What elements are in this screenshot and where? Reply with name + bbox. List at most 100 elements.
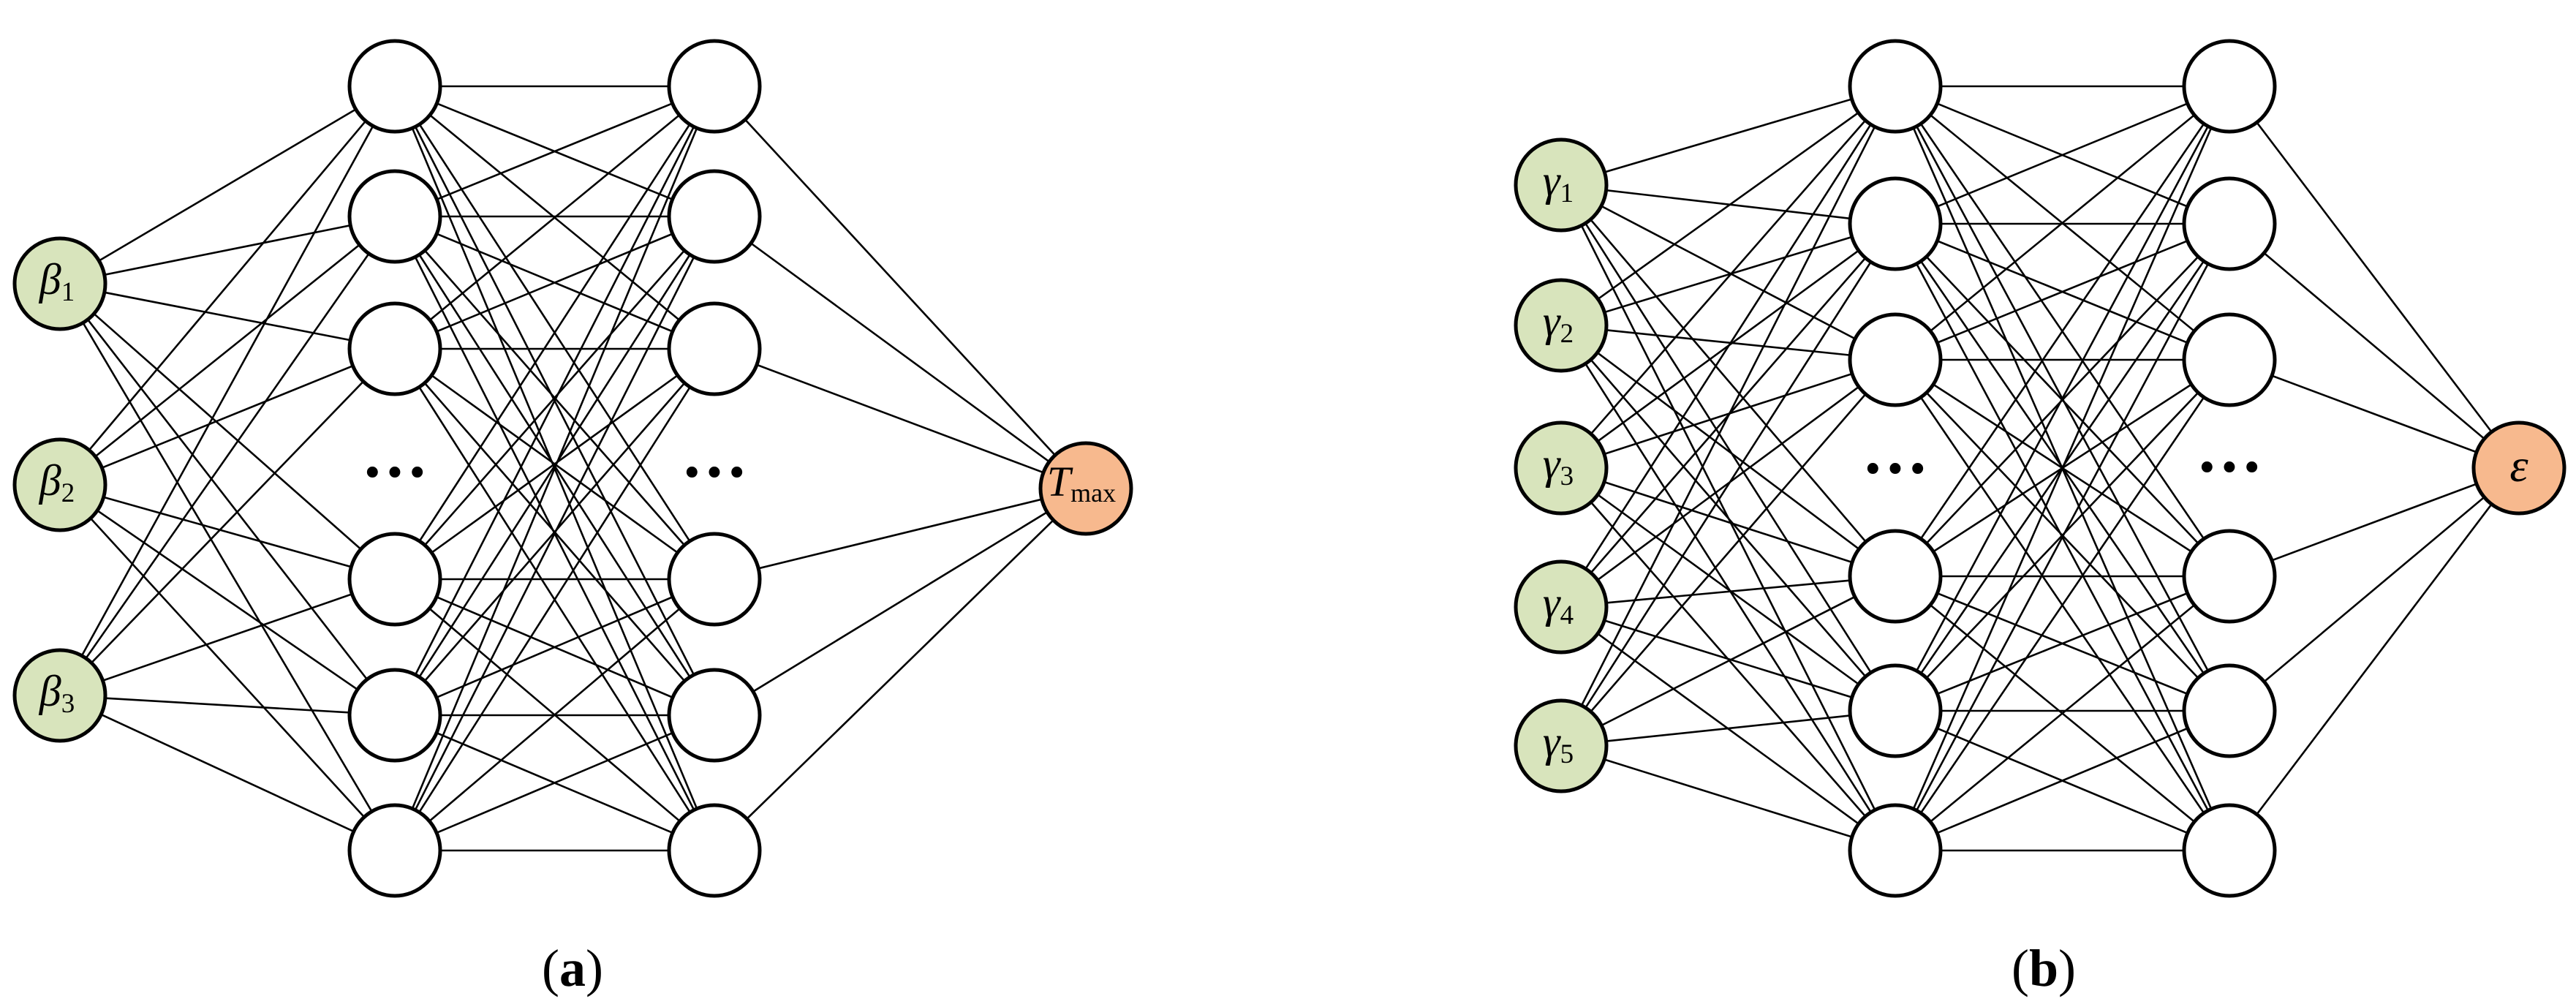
input-node-b-3 — [1514, 420, 1609, 516]
edge-a-in1-h1n5 — [58, 283, 396, 716]
hidden1-node-b-3 — [1848, 312, 1943, 407]
edge-b-in2-h1n3 — [1560, 324, 1896, 361]
edge-a-h2n6-out — [714, 488, 1087, 851]
input-label-b-1: γ1 — [1543, 156, 1574, 208]
edge-a-in1-h1n6 — [58, 283, 396, 851]
edge-a-in2-h1n2 — [59, 215, 396, 486]
edge-a-in3-h1n6 — [59, 694, 396, 852]
edge-a-h1n6-h2n1 — [393, 86, 716, 851]
edge-a-h1n5-h2n2 — [393, 216, 716, 716]
edge-a-in1-h1n3 — [59, 282, 396, 350]
edge-a-h1n5-h2n4 — [394, 578, 715, 717]
edge-b-h2n5-out — [2229, 467, 2520, 712]
edge-b-h1n4-h2n1 — [1894, 86, 2231, 577]
input-node-b-1 — [1514, 137, 1609, 233]
ellipsis-b-1: ··· — [1862, 431, 1929, 505]
edge-a-h1n4-h2n3 — [394, 347, 715, 581]
hidden1-node-a-5 — [347, 668, 442, 763]
edge-b-in4-h1n5 — [1560, 606, 1896, 712]
edge-b-in2-h1n6 — [1560, 325, 1897, 851]
edge-b-in3-h1n5 — [1560, 467, 1896, 712]
input-label-b-5: γ5 — [1543, 717, 1574, 769]
edge-b-in1-h1n3 — [1560, 184, 1896, 361]
edge-a-in2-h1n6 — [59, 484, 396, 851]
edge-a-h2n5-out — [714, 487, 1087, 717]
edge-b-in2-h1n5 — [1560, 325, 1896, 712]
input-label-b-4: γ4 — [1543, 578, 1574, 630]
input-node-b-2 — [1514, 278, 1609, 373]
edge-a-in1-h1n4 — [59, 283, 396, 580]
edge-b-h2n6-out — [2228, 467, 2520, 851]
hidden2-node-b-4 — [2182, 529, 2277, 624]
edge-a-in2-h1n1 — [59, 86, 396, 486]
hidden2-node-b-5 — [2182, 663, 2277, 758]
edge-a-in2-h1n3 — [59, 347, 396, 486]
edge-a-h2n4-out — [714, 487, 1087, 581]
hidden1-node-a-2 — [347, 169, 442, 264]
neurons — [12, 39, 2566, 898]
output-label-b: ε — [2509, 440, 2528, 491]
edge-b-h1n6-h2n4 — [1895, 575, 2230, 852]
input-label-a-1: β1 — [39, 255, 75, 307]
edge-a-h1n6-h2n3 — [393, 348, 716, 851]
hidden1-node-b-6 — [1848, 803, 1943, 898]
edge-a-in3-h1n2 — [58, 216, 396, 696]
edge-a-h1n3-h2n2 — [394, 215, 715, 350]
edge-b-in1-h1n2 — [1560, 184, 1896, 225]
edge-b-in1-h1n1 — [1560, 85, 1896, 186]
edge-b-in5-h1n4 — [1560, 575, 1896, 747]
edge-a-h2n1-out — [714, 86, 1087, 489]
input-node-b-5 — [1514, 698, 1609, 793]
edge-a-h1n2-h2n1 — [394, 85, 715, 218]
output-label-a: Tmax — [1047, 458, 1116, 508]
hidden2-node-a-6 — [667, 803, 762, 898]
edge-b-h1n5-h2n4 — [1895, 575, 2230, 712]
edge-a-in3-h1n3 — [59, 348, 396, 696]
edge-b-in1-h1n5 — [1560, 184, 1897, 712]
input-node-b-4 — [1514, 559, 1609, 655]
hidden1-node-a-1 — [347, 39, 442, 134]
edge-a-h1n3-h2n1 — [394, 85, 715, 350]
edge-a-h2n2-out — [714, 215, 1087, 490]
edge-b-h1n6-h2n2 — [1894, 223, 2231, 851]
edge-a-h1n4-h2n2 — [394, 216, 715, 580]
ellipsis-a-1: ··· — [361, 434, 428, 509]
input-label-a-3: β3 — [39, 667, 75, 719]
hidden1-node-a-4 — [347, 532, 442, 627]
output-node-b — [2471, 420, 2566, 516]
edge-b-in3-h1n4 — [1560, 467, 1896, 578]
edge-b-in1-h1n4 — [1560, 184, 1896, 577]
ellipsis-a-2: ··· — [681, 434, 748, 509]
input-label-b-3: γ3 — [1543, 440, 1574, 491]
hidden2-node-a-3 — [667, 301, 762, 396]
edge-b-in5-h1n3 — [1560, 359, 1896, 747]
hidden2-node-a-2 — [667, 169, 762, 264]
edge-a-h1n5-h2n1 — [393, 86, 716, 716]
input-node-a-3 — [12, 648, 107, 743]
edge-b-in4-h1n1 — [1560, 86, 1897, 608]
edge-a-h1n6-h2n2 — [393, 216, 716, 851]
edge-b-in3-h1n1 — [1560, 86, 1896, 469]
hidden2-node-a-1 — [667, 39, 762, 134]
input-node-a-2 — [12, 437, 107, 532]
hidden2-node-a-4 — [667, 532, 762, 627]
edge-b-in2-h1n1 — [1560, 85, 1896, 327]
hidden2-node-b-3 — [2182, 312, 2277, 407]
edge-b-h2n1-out — [2228, 86, 2520, 469]
edge-a-in3-h1n5 — [59, 694, 396, 717]
hidden2-node-b-6 — [2182, 803, 2277, 898]
edge-b-h2n2-out — [2229, 223, 2520, 469]
edge-b-h2n3-out — [2229, 358, 2520, 469]
hidden1-node-b-2 — [1848, 176, 1943, 271]
edge-b-h1n6-h2n5 — [1895, 709, 2230, 852]
edge-a-in2-h1n5 — [59, 483, 396, 717]
hidden1-node-a-3 — [347, 301, 442, 396]
hidden2-node-a-5 — [667, 668, 762, 763]
ellipsis-b-2: ··· — [2196, 429, 2263, 504]
edge-a-in2-h1n4 — [59, 483, 396, 581]
hidden1-node-b-1 — [1848, 39, 1943, 134]
edge-b-in5-h1n1 — [1560, 86, 1897, 747]
hidden1-node-a-6 — [347, 803, 442, 898]
